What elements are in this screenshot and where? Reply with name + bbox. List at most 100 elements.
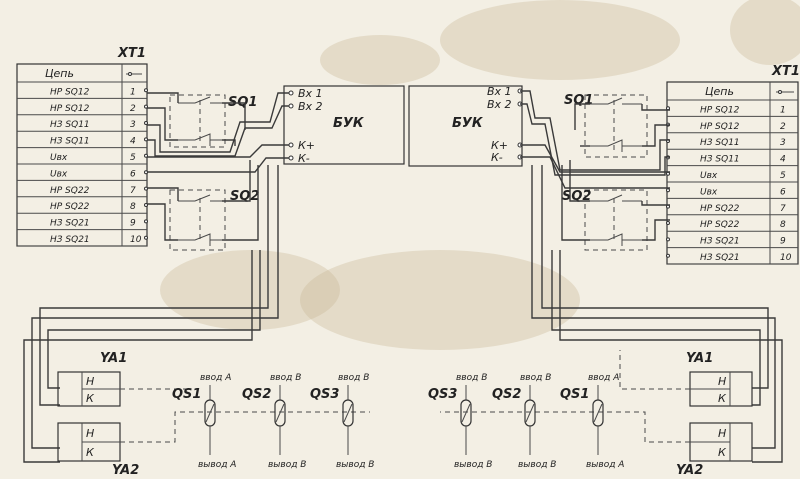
terminal-row-contact xyxy=(666,106,670,111)
terminal-row-number: 3 xyxy=(130,120,136,130)
terminal-row-number: 7 xyxy=(780,204,786,214)
terminal-row-contact xyxy=(666,221,670,225)
left-ya2-label: YA2 xyxy=(112,463,139,478)
qs-name: QS3 xyxy=(310,387,339,402)
right-buk-pin-in1: Вх 1 xyxy=(487,85,512,98)
right-buk-unit: БУК Вх 1 Вх 2 К+ К- xyxy=(408,85,523,167)
terminal-row-number: 4 xyxy=(130,137,136,147)
terminal-row-name: НЗ SQ11 xyxy=(50,120,90,130)
qs-input-label: ввод А xyxy=(200,373,231,383)
left-buk-pin-kminus: К- xyxy=(298,152,310,165)
left-ya2-coil-bottom: К xyxy=(86,446,95,459)
qs-name: QS1 xyxy=(172,387,201,402)
terminal-row-name: НЗ SQ11 xyxy=(700,138,740,148)
terminal-row-name: НЗ SQ21 xyxy=(50,219,90,229)
terminal-row-contact xyxy=(144,104,148,109)
terminal-row-contact xyxy=(666,253,670,258)
qs-input-label: ввод В xyxy=(338,373,369,383)
qs-output-label: вывод А xyxy=(198,460,236,470)
left-buk-pin-in2-terminal xyxy=(288,103,294,109)
terminal-row-contact xyxy=(144,219,148,224)
left-terminal-header: Цепь xyxy=(45,67,74,80)
right-ya2-coil-bottom: К xyxy=(718,446,727,459)
left-terminal-block: XT1 Цепь НР SQ12 1 НР SQ12 2 НЗ SQ11 3 НЗ SQ11… xyxy=(16,46,148,247)
terminal-row-name: Uвх xyxy=(50,169,68,179)
terminal-row-contact xyxy=(144,235,148,240)
terminal-row-number: 1 xyxy=(130,87,136,97)
right-ya1-coil-bottom: К xyxy=(718,392,727,405)
terminal-row-contact xyxy=(666,171,670,176)
right-buk-pin-kminus: К- xyxy=(491,151,503,164)
left-sq2-label: SQ2 xyxy=(230,189,259,204)
terminal-row-name: НЗ SQ11 xyxy=(700,155,740,165)
right-ya1-coil-top: Н xyxy=(718,375,726,388)
terminal-row-number: 10 xyxy=(130,235,142,245)
right-ya1-actuator: YA1 Н К xyxy=(686,351,753,407)
terminal-row-name: НЗ SQ21 xyxy=(700,237,740,247)
terminal-row-number: 4 xyxy=(780,155,786,165)
left-buk-pin-in2: Вх 2 xyxy=(298,100,323,113)
paper-stains xyxy=(160,0,800,350)
terminal-row-number: 1 xyxy=(780,105,786,115)
qs-name: QS3 xyxy=(428,387,457,402)
left-qs-switches: ввод А QS1 вывод А ввод В QS2 вывод В ввод В QS… xyxy=(172,373,374,470)
left-ya1-coil-bottom: К xyxy=(86,392,95,405)
left-ya1-label: YA1 xyxy=(100,351,127,366)
terminal-row-name: НР SQ22 xyxy=(700,204,740,214)
terminal-row-name: НР SQ22 xyxy=(50,186,90,196)
right-ya2-actuator: Н К YA2 xyxy=(676,422,753,478)
terminal-row-contact xyxy=(144,153,148,158)
terminal-row-number: 2 xyxy=(130,104,136,114)
terminal-row-name: НР SQ12 xyxy=(700,122,740,132)
terminal-row-number: 5 xyxy=(780,171,786,181)
right-buk-pin-kplus: К+ xyxy=(491,139,508,152)
right-wiring xyxy=(520,90,783,463)
qs-switch: ввод А QS1 вывод А xyxy=(172,373,236,470)
qs-name: QS2 xyxy=(492,387,521,402)
right-ya1-label: YA1 xyxy=(686,351,713,366)
left-buk-pin-kplus: К+ xyxy=(298,139,315,152)
qs-input-label: ввод А xyxy=(588,373,619,383)
left-terminal-title: XT1 xyxy=(117,46,146,61)
terminal-row-number: 8 xyxy=(780,220,786,230)
terminal-row-number: 9 xyxy=(130,219,136,229)
right-terminal-header: Цепь xyxy=(705,85,734,98)
qs-name: QS2 xyxy=(242,387,271,402)
terminal-row-number: 8 xyxy=(130,202,136,212)
qs-input-label: ввод В xyxy=(270,373,301,383)
right-sq2-label: SQ2 xyxy=(562,189,591,204)
left-ya1-coil-top: Н xyxy=(86,375,94,388)
qs-input-label: ввод В xyxy=(456,373,487,383)
terminal-row-name: НР SQ12 xyxy=(50,104,90,114)
right-sq1-label: SQ1 xyxy=(564,93,593,108)
left-buk-pin-kminus-terminal xyxy=(288,155,294,161)
terminal-row-name: НЗ SQ11 xyxy=(50,137,90,147)
terminal-row-number: 9 xyxy=(780,237,786,247)
qs-output-label: вывод А xyxy=(586,460,624,470)
qs-input-label: ввод В xyxy=(520,373,551,383)
terminal-row-name: НЗ SQ21 xyxy=(50,235,90,245)
left-buk-pin-kplus-terminal xyxy=(288,142,294,148)
terminal-row-name: НР SQ22 xyxy=(700,220,740,230)
right-sq2-switch: SQ2 xyxy=(562,189,648,251)
right-ya2-coil-top: Н xyxy=(718,427,726,440)
qs-name: QS1 xyxy=(560,387,589,402)
right-buk-pin-in2: Вх 2 xyxy=(487,98,512,111)
terminal-row-number: 7 xyxy=(130,186,136,196)
left-wiring xyxy=(23,92,289,463)
qs-output-label: вывод В xyxy=(336,460,374,470)
right-sq1-switch: SQ1 xyxy=(564,93,648,158)
right-terminal-title: XT1 xyxy=(771,64,800,79)
qs-switch: ввод В QS3 вывод В xyxy=(310,373,374,470)
terminal-row-name: НР SQ12 xyxy=(50,87,90,97)
left-buk-label: БУК xyxy=(333,116,365,131)
left-ya2-actuator: Н К YA2 xyxy=(57,422,139,478)
terminal-row-contact xyxy=(144,203,148,207)
left-sq2-switch: SQ2 xyxy=(169,189,259,251)
